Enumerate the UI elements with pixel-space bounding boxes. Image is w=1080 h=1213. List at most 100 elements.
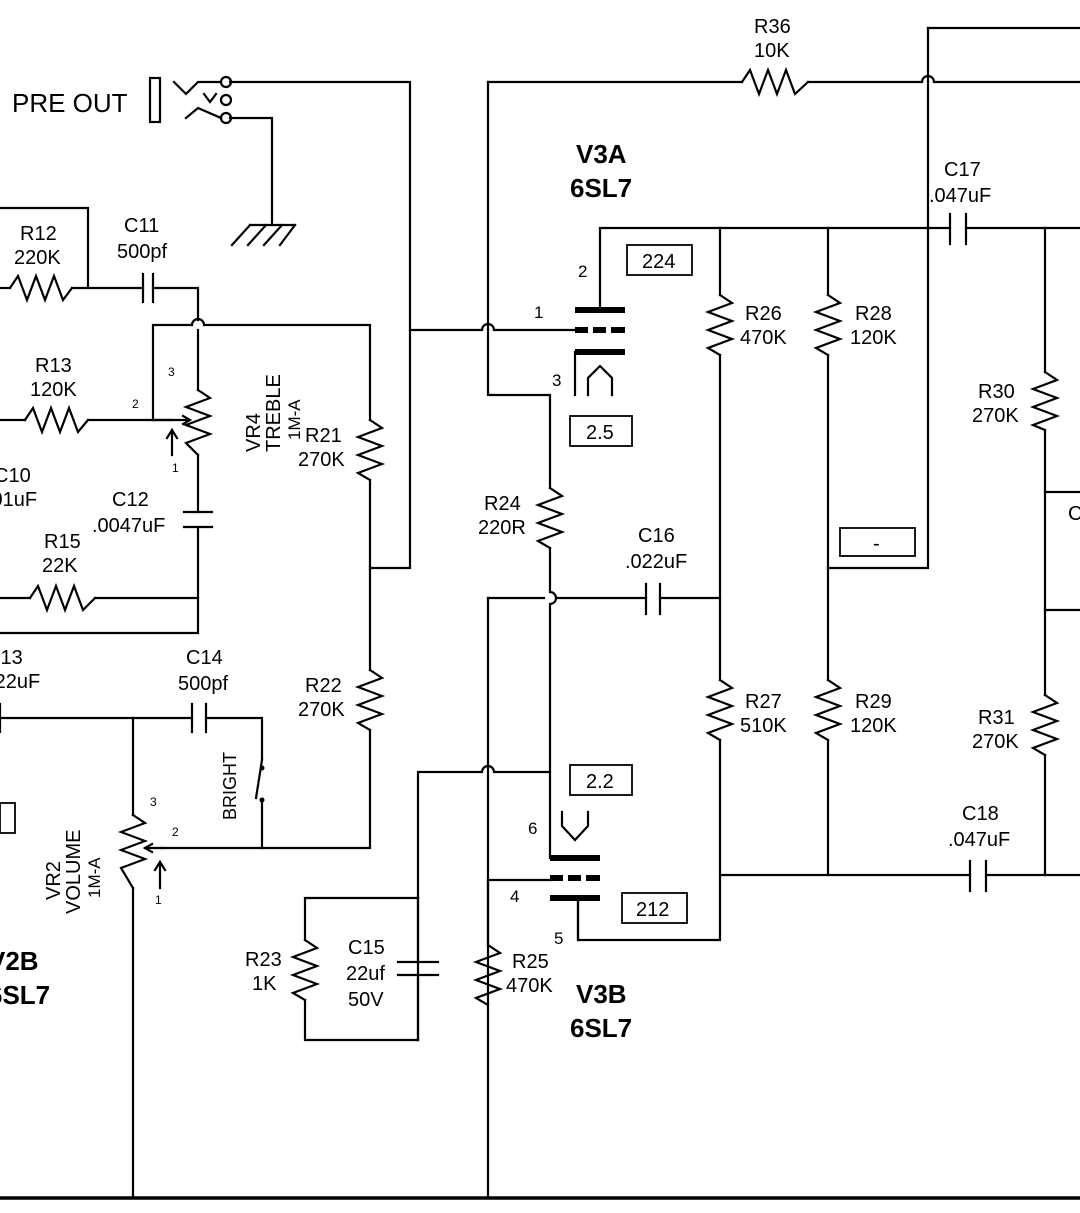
voltage-v3b-plate: 212 xyxy=(636,899,669,921)
vr4-name: VR4 xyxy=(243,413,265,452)
pin-1: 1 xyxy=(534,303,543,322)
c14-name: C14 xyxy=(186,647,223,669)
vr2-value: 1M-A xyxy=(85,857,104,898)
c17-value: .047uF xyxy=(929,185,991,207)
r36-name: R36 xyxy=(754,16,791,38)
c13-value: .022uF xyxy=(0,671,40,693)
bright-switch xyxy=(254,758,265,803)
r26-symbol xyxy=(704,293,736,357)
r31-value: 270K xyxy=(972,731,1019,753)
r30-symbol xyxy=(1029,370,1061,432)
r27-symbol xyxy=(704,678,736,742)
vr2-name: VR2 xyxy=(43,861,65,900)
vr4-function: TREBLE xyxy=(263,374,285,452)
c14-value: 500pf xyxy=(178,673,228,695)
r29-value: 120K xyxy=(850,715,897,737)
c13-name: C13 xyxy=(0,647,23,669)
r21-value: 270K xyxy=(298,449,345,471)
vr4-pin-2: 2 xyxy=(132,397,139,411)
v3b-tube xyxy=(550,810,600,942)
r36-symbol xyxy=(740,66,810,98)
r21-name: R21 xyxy=(305,425,342,447)
pin-4: 4 xyxy=(510,887,519,906)
r28-name: R28 xyxy=(855,303,892,325)
vr2-pin-1: 1 xyxy=(155,893,162,907)
c16-name: C16 xyxy=(638,525,675,547)
r23-symbol xyxy=(289,938,321,1002)
r24-symbol xyxy=(534,486,566,550)
v2b-name: V2B xyxy=(0,946,39,976)
r26-value: 470K xyxy=(740,327,787,349)
c15-symbol xyxy=(396,960,440,977)
r12-value: 220K xyxy=(14,247,61,269)
r21-symbol xyxy=(354,418,386,482)
voltage-v3a-cathode: 2.5 xyxy=(586,422,614,444)
voltage-boxes xyxy=(0,244,916,924)
r25-value: 470K xyxy=(506,975,553,997)
r15-value: 22K xyxy=(42,555,78,577)
r15-symbol xyxy=(28,582,97,614)
c15-rating: 50V xyxy=(348,989,384,1011)
r23-name: R23 xyxy=(245,949,282,971)
r27-name: R27 xyxy=(745,691,782,713)
r25-symbol xyxy=(472,943,504,1007)
c12-symbol xyxy=(182,510,214,529)
r12-name: R12 xyxy=(20,223,57,245)
r31-name: R31 xyxy=(978,707,1015,729)
ground-symbol xyxy=(230,223,297,247)
r25-name: R25 xyxy=(512,951,549,973)
c-edge-name: C xyxy=(1068,503,1080,525)
capacitor-symbols xyxy=(0,212,988,977)
vr4-value: 1M-A xyxy=(285,399,304,440)
v3a-tube xyxy=(573,307,625,397)
r13-symbol xyxy=(23,404,90,436)
r29-name: R29 xyxy=(855,691,892,713)
r22-symbol xyxy=(354,668,386,732)
r23-value: 1K xyxy=(252,973,277,995)
vr2-pin-2: 2 xyxy=(172,825,179,839)
vr2-function: VOLUME xyxy=(63,830,85,914)
c14-symbol xyxy=(190,702,208,734)
c15-value: 22uf xyxy=(346,963,385,985)
r24-name: R24 xyxy=(484,493,521,515)
c11-value: 500pf xyxy=(117,241,167,263)
v3a-type: 6SL7 xyxy=(570,173,632,203)
bright-label: BRIGHT xyxy=(220,752,240,820)
v3b-type: 6SL7 xyxy=(570,1013,632,1043)
r24-value: 220R xyxy=(478,517,526,539)
vr2-potentiometer xyxy=(117,813,167,890)
pin-2: 2 xyxy=(578,262,587,281)
c15-name: C15 xyxy=(348,937,385,959)
c12-value: .0047uF xyxy=(92,515,165,537)
c10-name: C10 xyxy=(0,465,31,487)
v3b-name: V3B xyxy=(576,979,627,1009)
c11-symbol xyxy=(141,272,155,304)
r28-symbol xyxy=(812,293,844,357)
r15-name: R15 xyxy=(44,531,81,553)
voltage-v3b-grid: 2.2 xyxy=(586,771,614,793)
pin-3: 3 xyxy=(552,371,561,390)
c17-name: C17 xyxy=(944,159,981,181)
c16-value: .022uF xyxy=(625,551,687,573)
c11-name: C11 xyxy=(124,215,159,237)
vr4-pin-3: 3 xyxy=(168,365,175,379)
voltage-v3a-plate: 224 xyxy=(642,251,675,273)
r29-symbol xyxy=(812,678,844,742)
r26-name: R26 xyxy=(745,303,782,325)
r22-value: 270K xyxy=(298,699,345,721)
c16-symbol xyxy=(644,582,662,616)
r31-symbol xyxy=(1029,693,1061,757)
pre-out-label: PRE OUT xyxy=(12,88,128,118)
r27-value: 510K xyxy=(740,715,787,737)
vr4-pin-1: 1 xyxy=(172,461,179,475)
r22-name: R22 xyxy=(305,675,342,697)
r28-value: 120K xyxy=(850,327,897,349)
vr2-pin-3: 3 xyxy=(150,795,157,809)
voltage-unknown: - xyxy=(873,533,880,555)
pre-out-jack xyxy=(148,75,233,125)
wiring xyxy=(0,26,1080,1200)
resistor-symbols xyxy=(8,66,1061,1007)
pin-6: 6 xyxy=(528,819,537,838)
